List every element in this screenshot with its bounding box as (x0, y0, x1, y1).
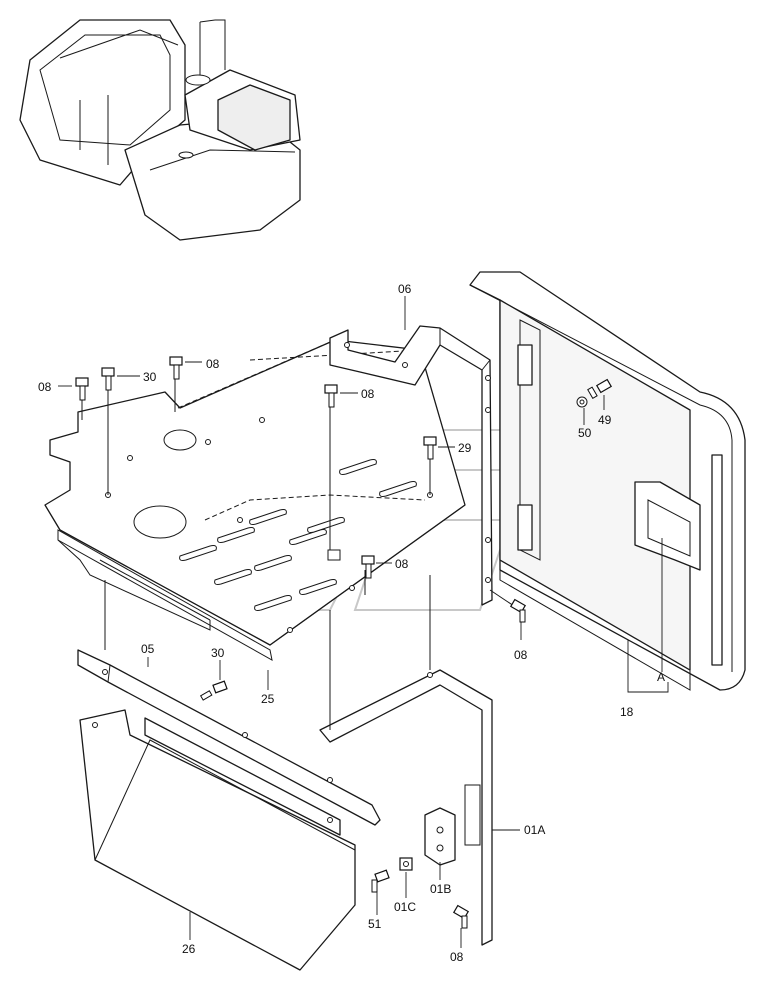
label-26: 26 (182, 942, 196, 956)
label-30-b: 30 (211, 646, 225, 660)
washer-50 (576, 396, 588, 408)
nut-01c (399, 857, 413, 871)
label-08-d: 08 (395, 557, 409, 571)
bolt-49 (587, 378, 613, 400)
label-18: 18 (620, 705, 634, 719)
label-08-e: 08 (514, 648, 528, 662)
bracket-06 (329, 325, 493, 606)
label-25: 25 (261, 692, 275, 706)
bolt-08-d (361, 555, 375, 579)
excavator-inset (19, 19, 301, 241)
bolt-30-b (199, 680, 228, 701)
leader-lines (58, 296, 669, 948)
door-panel-18 (469, 271, 746, 691)
label-30-a: 30 (143, 370, 157, 384)
bolt-08-c (324, 384, 338, 408)
bolt-29 (423, 436, 437, 460)
label-a: A (657, 670, 665, 684)
bolt-08-f (452, 904, 470, 929)
label-01c: 01C (394, 900, 416, 914)
bolts (75, 356, 613, 929)
label-29: 29 (458, 441, 472, 455)
label-05: 05 (141, 642, 155, 656)
bolt-08-b (169, 356, 183, 380)
bolt-30-a (101, 367, 115, 391)
label-01a: 01A (524, 823, 545, 837)
bolt-08-e (509, 598, 527, 623)
part-labels: 06 08 30 08 08 29 08 49 50 08 A 18 05 30… (38, 282, 665, 964)
label-50: 50 (578, 426, 592, 440)
label-51: 51 (368, 917, 382, 931)
label-01b: 01B (430, 882, 451, 896)
label-08-c: 08 (361, 387, 375, 401)
bracket-05 (77, 649, 381, 826)
label-08-a: 08 (38, 380, 52, 394)
bracket-01a (319, 669, 493, 946)
label-49: 49 (598, 413, 612, 427)
bolt-08-a (75, 377, 89, 401)
label-06: 06 (398, 282, 412, 296)
panel-26 (79, 709, 356, 971)
label-08-f: 08 (450, 950, 464, 964)
floor-plate (44, 339, 466, 661)
label-08-b: 08 (206, 357, 220, 371)
bolt-51 (371, 869, 390, 893)
bracket-01b (424, 807, 456, 866)
